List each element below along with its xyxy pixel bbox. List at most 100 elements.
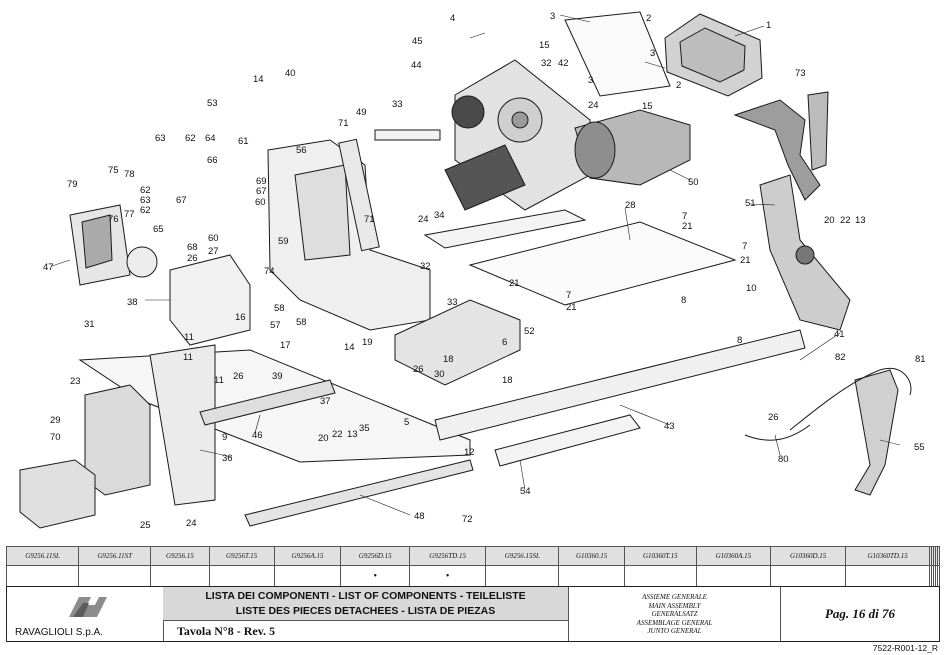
- callout-label: 8: [737, 335, 742, 346]
- callout-label: 82: [835, 352, 846, 363]
- callout-label: 71: [338, 118, 349, 129]
- callout-label: 22: [840, 215, 851, 226]
- model-code-cell: G9256.11ST: [78, 546, 152, 566]
- model-mark-cell: [769, 565, 847, 587]
- callout-label: 60: [208, 233, 219, 244]
- model-mark-row: • •: [5, 565, 941, 587]
- model-code-cell: G9256A.15: [273, 546, 342, 566]
- callout-label: 60: [255, 197, 266, 208]
- assembly-line: ASSEMBLAGE GENERAL: [636, 618, 713, 627]
- model-mark-cell: •: [340, 565, 410, 587]
- model-mark-cell: [695, 565, 771, 587]
- model-applicability-table: G9256.11SL G9256.11ST G9256.15 G9256T.15…: [5, 546, 941, 587]
- callout-label: 49: [356, 107, 367, 118]
- callout-label: 75: [108, 165, 119, 176]
- model-code-cell: G9256.11SL: [5, 546, 80, 566]
- assembly-line: ASSIEME GENERALE: [642, 593, 707, 601]
- callout-label: 47: [43, 262, 54, 273]
- callout-label: 10: [746, 283, 757, 294]
- callout-label: 14: [344, 342, 355, 353]
- callout-label: 62: [185, 133, 196, 144]
- callout-label: 20: [318, 433, 329, 444]
- callout-label: 54: [520, 486, 531, 497]
- model-mark-cell: [845, 565, 930, 587]
- callout-label: 40: [285, 68, 296, 79]
- callout-label: 55: [914, 442, 925, 453]
- callout-label: 11: [214, 375, 224, 386]
- model-mark-cell: [623, 565, 697, 587]
- callout-label: 68: [187, 242, 198, 253]
- assembly-line: GENERALSATZ: [651, 610, 698, 618]
- callout-label: 66: [207, 155, 218, 166]
- callout-label: 31: [84, 319, 95, 330]
- model-mark-cell: [558, 565, 625, 587]
- assembly-name: ASSIEME GENERALE MAIN ASSEMBLY GENERALSA…: [569, 587, 781, 641]
- model-code-cell: [936, 546, 941, 566]
- callout-label: 28: [625, 200, 636, 211]
- callout-label: 52: [524, 326, 535, 337]
- callout-label: 11: [184, 332, 194, 343]
- callout-label: 81: [915, 354, 926, 365]
- model-code-cell: G10360T.15: [623, 546, 697, 566]
- callout-label: 13: [347, 429, 358, 440]
- callout-label: 26: [413, 364, 424, 375]
- page-number: Pag. 16 di 76: [824, 606, 896, 621]
- model-mark-cell: [150, 565, 210, 587]
- callout-label: 72: [462, 514, 473, 525]
- callout-label: 58: [274, 303, 285, 314]
- callout-label: 23: [70, 376, 81, 387]
- callout-label: 74: [264, 266, 275, 277]
- callout-label: 37: [320, 396, 331, 407]
- callout-label: 44: [411, 60, 422, 71]
- model-mark-cell: [208, 565, 275, 587]
- callout-label: 33: [392, 99, 403, 110]
- callout-label: 30: [434, 369, 445, 380]
- callout-label: 22: [332, 429, 343, 440]
- callout-label: 17: [280, 340, 291, 351]
- callout-label: 57: [270, 320, 281, 331]
- callout-label: 3: [650, 48, 655, 59]
- model-code-cell: G9256T.15: [208, 546, 275, 566]
- callout-label: 8: [681, 295, 686, 306]
- callout-label: 77: [124, 209, 135, 220]
- callout-label: 51: [745, 198, 756, 209]
- callout-label: 24: [418, 214, 429, 225]
- callout-label: 62: [140, 205, 151, 216]
- callout-label: 3: [588, 75, 593, 86]
- machine-parts: [19, 11, 912, 529]
- callout-numbers: 1 2 2 3 3 3 4 5 6 7 7 7 8 8 9 10 11 11 1…: [43, 11, 926, 531]
- model-mark-cell: [485, 565, 560, 587]
- callout-label: 1: [766, 20, 771, 31]
- callout-label: 53: [207, 98, 218, 109]
- callout-label: 7: [742, 241, 747, 252]
- callout-label: 67: [256, 186, 267, 197]
- model-mark-cell: •: [408, 565, 487, 587]
- callout-label: 7: [682, 211, 687, 222]
- callout-label: 15: [642, 101, 653, 112]
- callout-label: 63: [155, 133, 166, 144]
- component-list-title: LISTA DEI COMPONENTI - LIST OF COMPONENT…: [163, 587, 569, 621]
- callout-label: 62: [140, 185, 151, 196]
- model-code-cell: G10360D.15: [769, 546, 847, 566]
- model-code-cell: G9256.15SL: [485, 546, 560, 566]
- callout-label: 76: [108, 214, 119, 225]
- callout-label: 78: [124, 169, 135, 180]
- list-title-line-1: LISTA DEI COMPONENTI - LIST OF COMPONENT…: [205, 590, 526, 602]
- callout-label: 39: [272, 371, 283, 382]
- callout-leader-lines: [51, 14, 901, 516]
- callout-label: 32: [420, 261, 431, 272]
- callout-label: 59: [278, 236, 289, 247]
- callout-label: 67: [176, 195, 187, 206]
- model-code-cell: G10360TD.15: [845, 546, 930, 566]
- callout-label: 2: [646, 13, 651, 24]
- callout-label: 56: [296, 145, 307, 156]
- model-mark-cell: [936, 565, 941, 587]
- callout-label: 46: [252, 430, 263, 441]
- callout-label: 15: [539, 40, 550, 51]
- list-title-line-2: LISTE DES PIECES DETACHEES - LISTA DE PI…: [235, 605, 496, 617]
- callout-label: 36: [222, 453, 233, 464]
- exploded-view-drawing: 1 2 2 3 3 3 4 5 6 7 7 7 8 8 9 10 11 11 1…: [19, 11, 926, 531]
- callout-label: 21: [566, 302, 577, 313]
- callout-label: 50: [688, 177, 699, 188]
